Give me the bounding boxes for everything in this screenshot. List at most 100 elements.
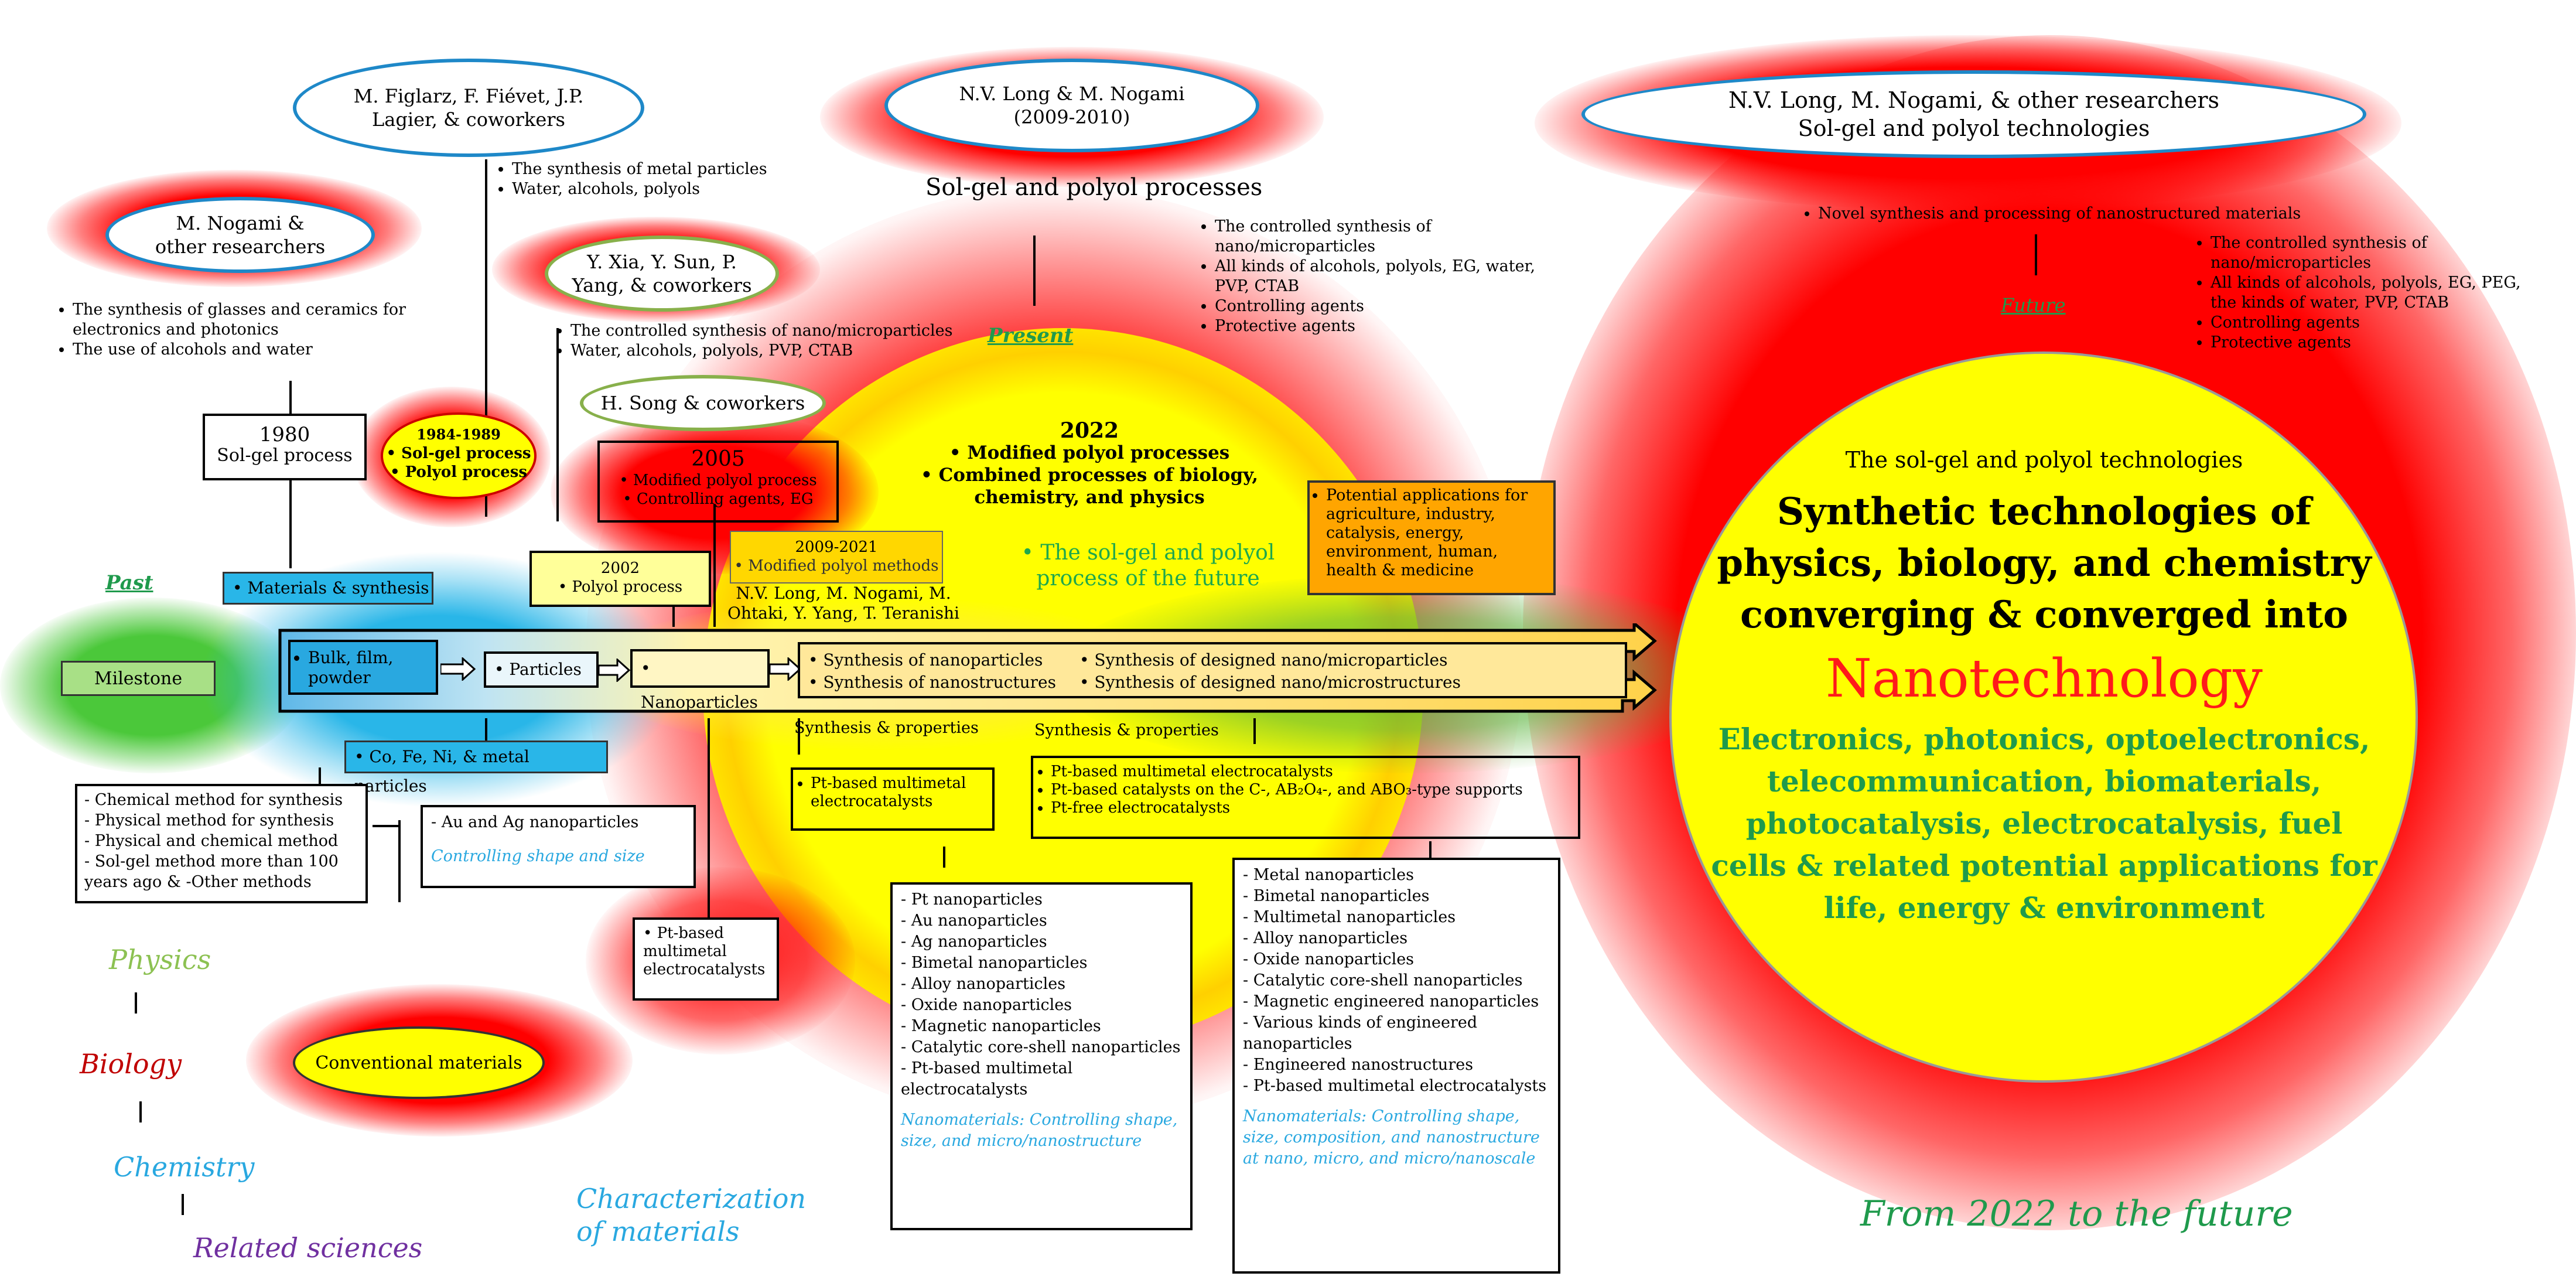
nano-list-2-item: - Engineered nanostructures (1243, 1056, 1474, 1074)
figlarz-item: The synthesis of metal particles (512, 159, 849, 179)
figlarz-oval: M. Figlarz, F. Fiévet, J.P. Lagier, & co… (293, 59, 644, 157)
future-researchers-oval: N.V. Long, M. Nogami, & other researcher… (1581, 70, 2366, 158)
sciences-divider (182, 1194, 184, 1215)
pt-box-2-item: Pt-based catalysts on the C-, AB₂O₄-, an… (1051, 781, 1570, 799)
future-label: Future (2001, 294, 2066, 316)
nano-note-1: Nanomaterials: Controlling shape, size, … (901, 1111, 1178, 1150)
pt-left-text: • Pt-based multimetal electrocatalysts (643, 924, 766, 978)
synthesis-properties-1: Synthesis & properties (794, 719, 979, 737)
future-process-text: The sol-gel and polyol process of the fu… (1036, 541, 1275, 591)
year-2022: 2022 (1060, 418, 1119, 443)
nano-note-2: Nanomaterials: Controlling shape, size, … (1243, 1107, 1540, 1168)
method-item: - Sol-gel method more than 100 years ago… (84, 852, 339, 891)
year-2002-box: 2002 • Polyol process (529, 551, 711, 607)
year-2009-box: 2009-2021 • Modified polyol methods (730, 531, 943, 584)
year-1984-oval: 1984-1989 • Sol-gel process • Polyol pro… (381, 412, 537, 499)
connector-line (289, 381, 292, 414)
xia-text: Y. Xia, Y. Sun, P. Yang, & coworkers (572, 251, 752, 296)
milestone-box: Milestone (61, 661, 216, 696)
bulk-box: Bulk, film, powder (288, 640, 438, 695)
nanoparticles-box: • Nanoparticles (630, 649, 770, 712)
potential-apps-text: Potential applications for agriculture, … (1326, 486, 1547, 580)
big-circle-apps: Electronics, photonics, optoelectronics,… (1711, 722, 2377, 925)
connector-line (485, 718, 487, 743)
year-1984: 1984-1989 (416, 426, 501, 443)
big-circle-subtitle: The sol-gel and polyol technologies (1845, 447, 2243, 473)
present-item: All kinds of alcohols, polyols, EG, wate… (1215, 257, 1540, 296)
synth-item: Synthesis of designed nano/microstructur… (1094, 673, 1461, 692)
physics-label: Physics (109, 944, 211, 975)
novel-synthesis: Novel synthesis and processing of nanost… (1804, 204, 2390, 224)
controlling-shape-text: Controlling shape and size (431, 847, 645, 865)
connector-line (672, 603, 675, 627)
synthesis-properties-2: Synthesis & properties (1034, 721, 1219, 739)
present-label: Present (988, 324, 1074, 347)
year-2022-item: Modified polyol processes (967, 442, 1230, 463)
nano-list-1-item: - Au nanoparticles (901, 912, 1047, 930)
au-ag-box: - Au and Ag nanoparticles Controlling sh… (421, 805, 696, 888)
nano-list-1-item: - Catalytic core-shell nanoparticles (901, 1038, 1181, 1056)
characterization-label: Characterization of materials (576, 1183, 807, 1247)
xia-item: Water, alcohols, polyols, PVP, CTAB (570, 341, 1002, 361)
nano-list-1-item: - Ag nanoparticles (901, 933, 1047, 951)
song-text: H. Song & coworkers (600, 392, 805, 414)
connector-line (373, 825, 401, 827)
nano-list-1-item: - Alloy nanoparticles (901, 975, 1066, 993)
present-item: The controlled synthesis of nano/micropa… (1215, 217, 1540, 257)
connector-line (1033, 236, 1036, 306)
figlarz-text: M. Figlarz, F. Fiévet, J.P. Lagier, & co… (353, 85, 584, 131)
nano-list-2-item: - Bimetal nanoparticles (1243, 887, 1430, 905)
nano-list-1-box: - Pt nanoparticles - Au nanoparticles - … (890, 882, 1193, 1230)
connector-line (1429, 841, 1432, 862)
nano-list-2-item: - Metal nanoparticles (1243, 866, 1414, 884)
future-item: Protective agents (2211, 333, 2548, 353)
particles-arrow-icon (599, 658, 630, 682)
nanotechnology-circle (1669, 352, 2418, 1083)
method-item: - Chemical method for synthesis (84, 791, 343, 809)
related-sciences-label: Related sciences (193, 1232, 423, 1264)
conventional-text: Conventional materials (315, 1052, 522, 1073)
nano-list-2-item: - Magnetic engineered nanoparticles (1243, 992, 1539, 1011)
connector-line (485, 159, 487, 517)
connector-line (798, 718, 800, 755)
nano-list-2-item: - Pt-based multimetal electrocatalysts (1243, 1077, 1547, 1095)
milestone-text: Milestone (94, 668, 183, 689)
long-nogami-oval: N.V. Long & M. Nogami (2009-2010) (884, 59, 1259, 152)
nano-list-2-item: - Oxide nanoparticles (1243, 950, 1415, 968)
future-item: All kinds of alcohols, polyols, EG, PEG,… (2211, 273, 2548, 313)
bulk-text: Bulk, film, powder (308, 648, 429, 688)
novel-synthesis-item: Novel synthesis and processing of nanost… (1818, 204, 2390, 224)
future-list: The controlled synthesis of nano/micropa… (2196, 233, 2548, 353)
particles-text: Particles (509, 660, 582, 679)
pt-box-1-text: Pt-based multimetal electrocatalysts (811, 774, 984, 811)
long-nogami-text: N.V. Long & M. Nogami (2009-2010) (959, 83, 1185, 128)
materials-synthesis-text: Materials & synthesis (247, 578, 429, 598)
au-ag-text: - Au and Ag nanoparticles (431, 813, 639, 831)
year-2005: 2005 (691, 447, 745, 471)
song-oval: H. Song & coworkers (580, 375, 826, 431)
big-circle-title: Synthetic technologies of physics, biolo… (1717, 490, 2372, 637)
nogami-oval: M. Nogami & other researchers (105, 197, 375, 273)
nano-list-2-item: - Catalytic core-shell nanoparticles (1243, 971, 1523, 989)
future-process: • The sol-gel and polyol process of the … (1021, 541, 1275, 591)
year-2005-item: Controlling agents, EG (636, 490, 814, 508)
year-1980-text: Sol-gel process (217, 445, 353, 466)
figlarz-list: The synthesis of metal particles Water, … (498, 159, 849, 199)
nano-list-1-item: - Oxide nanoparticles (901, 996, 1072, 1014)
connector-line (713, 504, 716, 627)
sciences-divider (139, 1101, 142, 1122)
nano-list-1-item: - Pt-based multimetal electrocatalysts (901, 1059, 1073, 1098)
year-2005-box: 2005 • Modified polyol process • Control… (597, 441, 839, 523)
connector-line (708, 718, 710, 923)
nanoparticles-text: Nanoparticles (641, 692, 758, 712)
year-2005-item: Modified polyol process (633, 472, 817, 489)
bulk-arrow-icon (440, 657, 476, 681)
future-researchers-line2: Sol-gel and polyol technologies (1798, 115, 2150, 141)
big-circle-content: The sol-gel and polyol technologies Synt… (1687, 445, 2401, 929)
synthesis-nano-box: • Synthesis of nanoparticles • Synthesis… (798, 642, 1627, 698)
xia-item: The controlled synthesis of nano/micropa… (570, 321, 1002, 341)
past-label: Past (105, 571, 153, 595)
sciences-divider (135, 992, 137, 1014)
xia-list: The controlled synthesis of nano/micropa… (556, 321, 1002, 361)
year-2002: 2002 (600, 559, 640, 577)
